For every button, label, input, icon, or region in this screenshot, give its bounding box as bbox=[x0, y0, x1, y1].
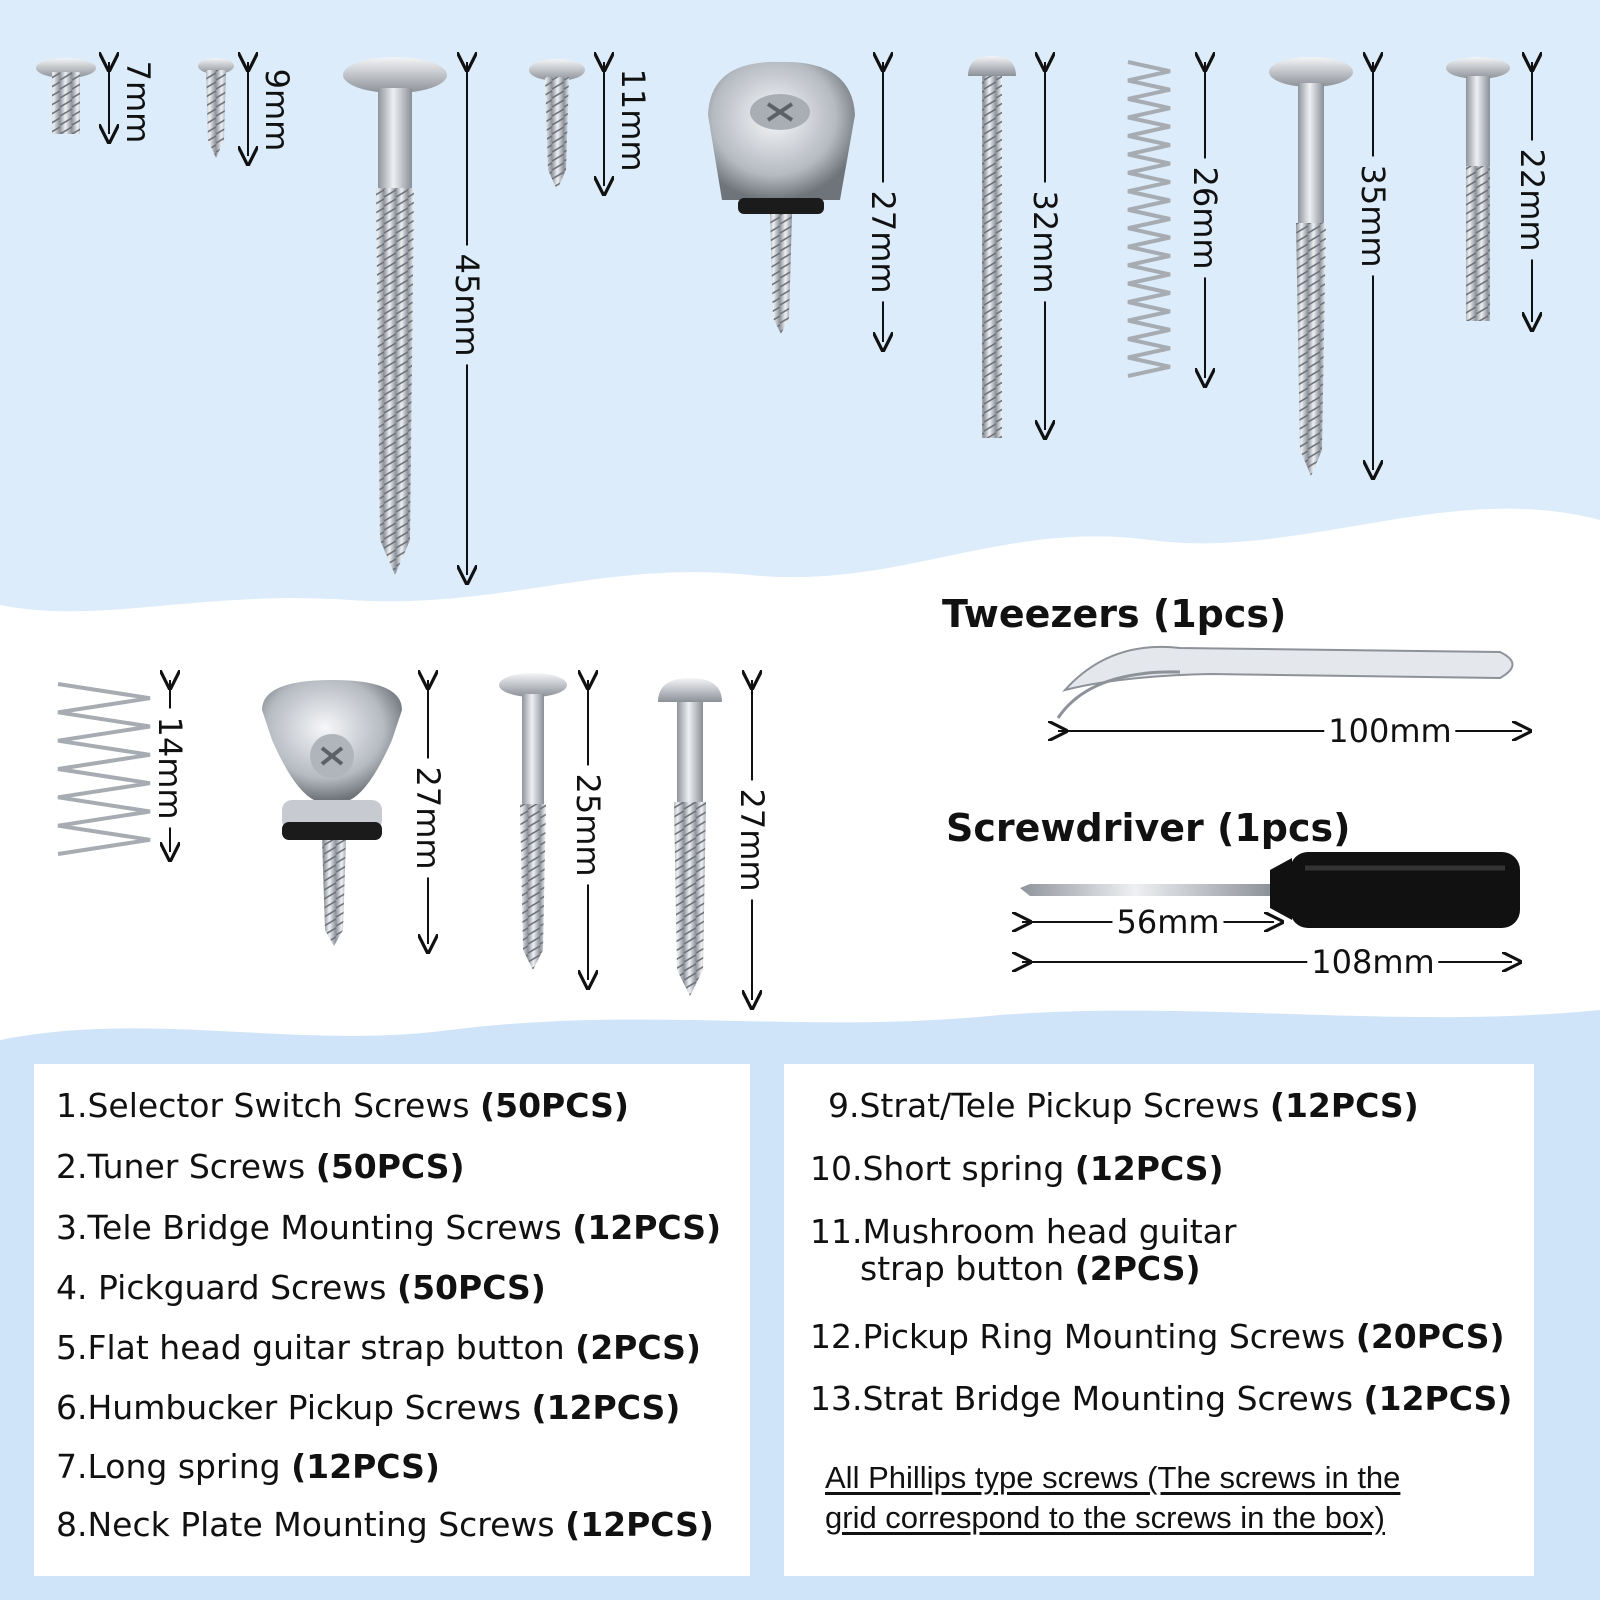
parts-list-right-panel bbox=[784, 1064, 1534, 1576]
item-name: 6.Humbucker Pickup Screws bbox=[56, 1388, 532, 1427]
dim-label-7mm: 7mm bbox=[119, 60, 157, 144]
item-quantity: (12PCS) bbox=[1269, 1086, 1419, 1125]
strat-tele-pickup-screw bbox=[1446, 57, 1510, 321]
note-line-2: grid correspond to the screws in the box… bbox=[825, 1499, 1385, 1535]
note-line-1: All Phillips type screws (The screws in … bbox=[825, 1460, 1401, 1495]
parts-list-item: 4. Pickguard Screws (50PCS) bbox=[56, 1268, 546, 1307]
item-quantity: (20PCS) bbox=[1355, 1317, 1505, 1356]
parts-list-item: 1.Selector Switch Screws (50PCS) bbox=[56, 1086, 629, 1125]
item-quantity: (50PCS) bbox=[315, 1147, 465, 1186]
item-quantity: (50PCS) bbox=[480, 1086, 629, 1125]
dim-label-45mm: 45mm bbox=[448, 245, 486, 365]
humbucker-pickup-screw bbox=[968, 56, 1016, 438]
item-name: 2.Tuner Screws bbox=[56, 1147, 316, 1186]
item-name: 11.Mushroom head guitar bbox=[810, 1212, 1237, 1251]
parts-list-item: 9.Strat/Tele Pickup Screws (12PCS) bbox=[828, 1086, 1419, 1125]
parts-list-item: 11.Mushroom head guitar bbox=[810, 1212, 1237, 1251]
item-quantity: (2PCS) bbox=[575, 1328, 702, 1367]
pickguard-screw bbox=[529, 59, 585, 190]
item-name: 4. Pickguard Screws bbox=[56, 1268, 397, 1307]
parts-list-item: 2.Tuner Screws (50PCS) bbox=[56, 1147, 465, 1186]
dim-label-14mm: 14mm bbox=[151, 708, 189, 828]
parts-list-item: 12.Pickup Ring Mounting Screws (20PCS) bbox=[810, 1317, 1505, 1356]
item-quantity: (12PCS) bbox=[572, 1208, 722, 1247]
item-name: 8.Neck Plate Mounting Screws bbox=[56, 1505, 566, 1544]
mushroom-head-strap-button bbox=[262, 680, 402, 946]
strat-bridge-screw bbox=[658, 678, 722, 996]
item-name: 10.Short spring bbox=[810, 1149, 1075, 1188]
parts-list-item: 5.Flat head guitar strap button (2PCS) bbox=[56, 1328, 702, 1367]
dim-label-27mm-c: 27mm bbox=[733, 780, 771, 900]
item-quantity: (12PCS) bbox=[1074, 1149, 1224, 1188]
phillips-note: All Phillips type screws (The screws in … bbox=[825, 1458, 1505, 1537]
parts-list-left-panel bbox=[34, 1064, 750, 1576]
item-quantity: (12PCS) bbox=[531, 1388, 681, 1427]
item-quantity: (50PCS) bbox=[397, 1268, 546, 1307]
neck-plate-screw bbox=[1269, 57, 1353, 476]
screwdriver-shaft-length: 56mm bbox=[1112, 906, 1224, 938]
screwdriver-image bbox=[1020, 852, 1520, 928]
dim-label-35mm: 35mm bbox=[1354, 156, 1392, 276]
parts-list-item: 6.Humbucker Pickup Screws (12PCS) bbox=[56, 1388, 681, 1427]
parts-list-item: strap button (2PCS) bbox=[860, 1249, 1201, 1288]
tweezers-image bbox=[1056, 645, 1514, 719]
item-name: 13.Strat Bridge Mounting Screws bbox=[810, 1379, 1364, 1418]
item-quantity: (12PCS) bbox=[291, 1447, 440, 1486]
item-quantity: (2PCS) bbox=[1074, 1249, 1201, 1288]
dim-label-9mm: 9mm bbox=[258, 68, 296, 152]
dim-label-27mm-b: 27mm bbox=[409, 758, 447, 878]
flat-head-strap-button bbox=[708, 61, 855, 334]
parts-list-item: 13.Strat Bridge Mounting Screws (12PCS) bbox=[810, 1379, 1513, 1418]
tele-bridge-screw bbox=[343, 57, 447, 575]
parts-list-item: 7.Long spring (12PCS) bbox=[56, 1447, 440, 1486]
parts-list-item: 10.Short spring (12PCS) bbox=[810, 1149, 1224, 1188]
tweezers-length: 100mm bbox=[1324, 715, 1456, 747]
dim-label-32mm: 32mm bbox=[1026, 182, 1064, 302]
item-name: strap button bbox=[860, 1249, 1075, 1288]
pickup-ring-screw bbox=[499, 673, 567, 970]
dim-label-27mm-a: 27mm bbox=[864, 182, 902, 302]
dim-label-22mm: 22mm bbox=[1513, 140, 1551, 260]
item-name: 3.Tele Bridge Mounting Screws bbox=[56, 1208, 573, 1247]
parts-list-item: 8.Neck Plate Mounting Screws (12PCS) bbox=[56, 1505, 714, 1544]
short-spring bbox=[57, 682, 151, 856]
tuner-screw bbox=[198, 58, 234, 158]
parts-list-item: 3.Tele Bridge Mounting Screws (12PCS) bbox=[56, 1208, 722, 1247]
long-spring bbox=[1127, 60, 1171, 378]
item-name: 12.Pickup Ring Mounting Screws bbox=[810, 1317, 1356, 1356]
item-quantity: (12PCS) bbox=[565, 1505, 714, 1544]
item-quantity: (12PCS) bbox=[1363, 1379, 1513, 1418]
dim-label-25mm: 25mm bbox=[569, 765, 607, 885]
tweezers-title: Tweezers (1pcs) bbox=[942, 592, 1287, 636]
item-name: 9.Strat/Tele Pickup Screws bbox=[828, 1086, 1270, 1125]
selector-switch-screw bbox=[36, 58, 96, 134]
screwdriver-length: 108mm bbox=[1307, 946, 1439, 978]
item-name: 7.Long spring bbox=[56, 1447, 292, 1486]
screwdriver-title: Screwdriver (1pcs) bbox=[946, 806, 1351, 850]
item-name: 1.Selector Switch Screws bbox=[56, 1086, 481, 1125]
item-name: 5.Flat head guitar strap button bbox=[56, 1328, 576, 1367]
dim-label-26mm: 26mm bbox=[1186, 158, 1224, 278]
dim-label-11mm: 11mm bbox=[614, 68, 652, 172]
hardware-illustrations bbox=[36, 0, 1600, 1040]
